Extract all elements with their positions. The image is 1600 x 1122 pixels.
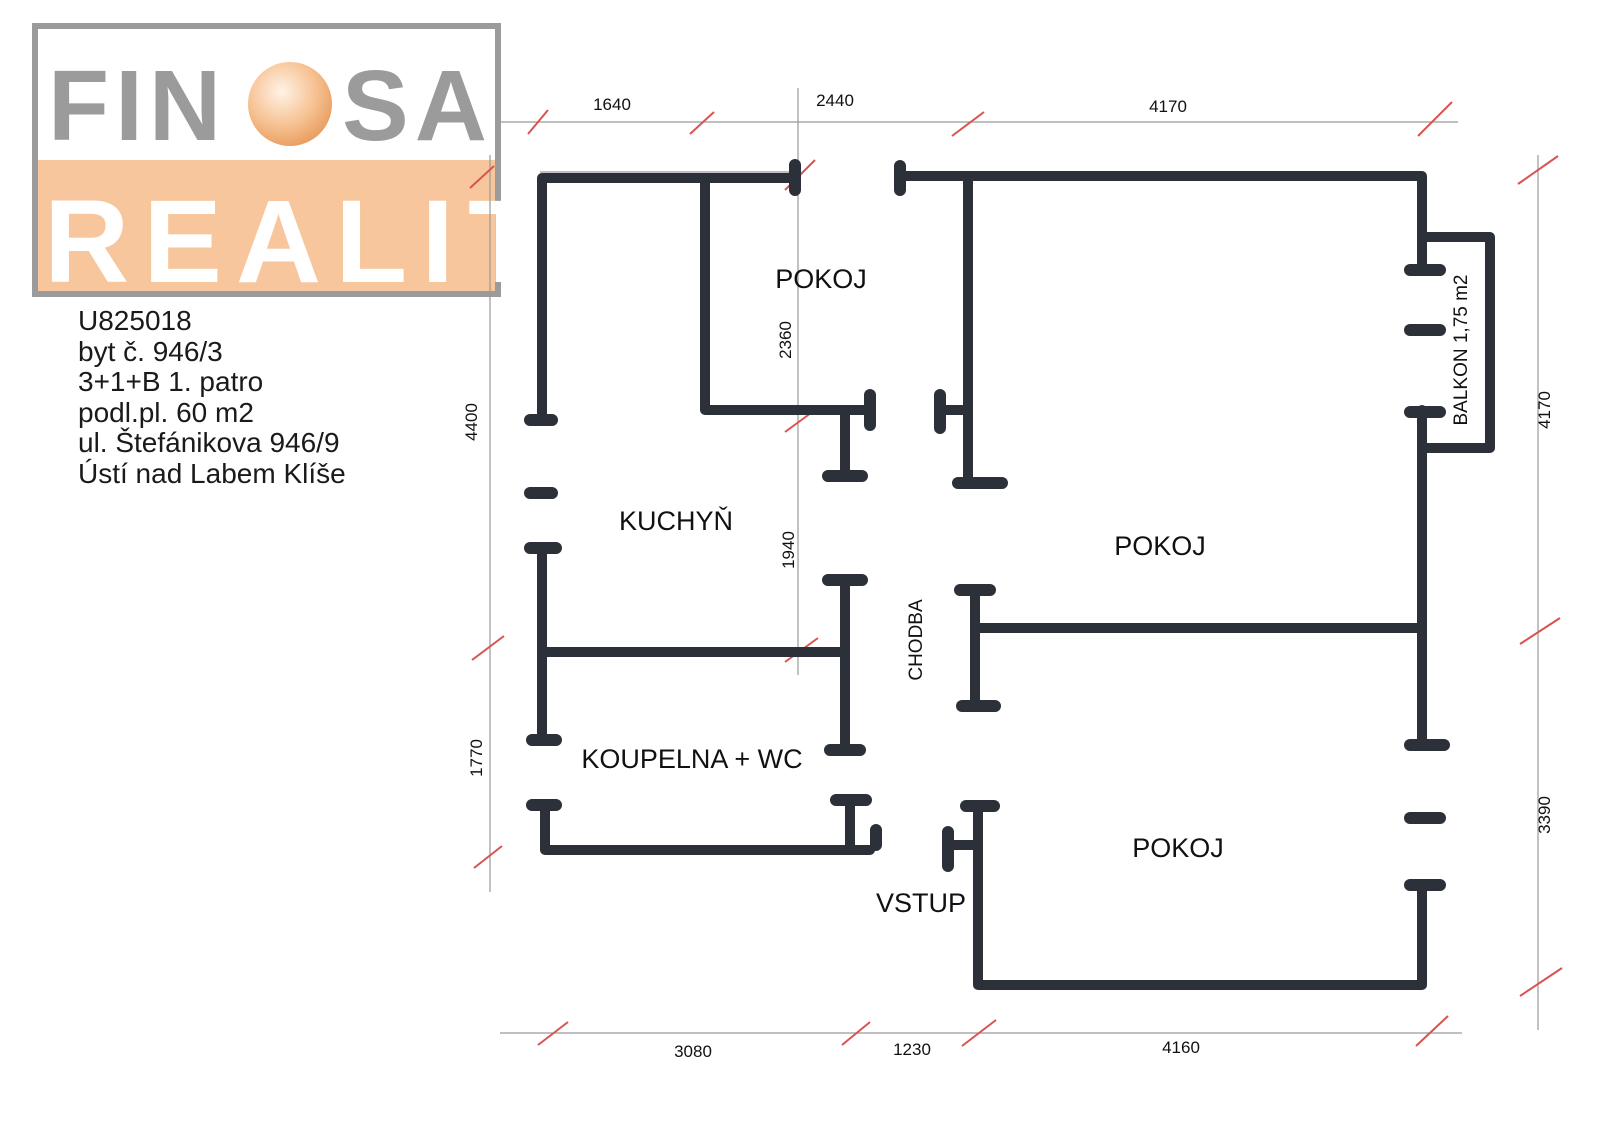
svg-text:SA: SA <box>342 50 493 162</box>
dim-right-2: 3390 <box>1535 796 1554 834</box>
room-label-pokoj-right: POKOJ <box>1114 531 1206 561</box>
walls <box>537 171 1495 990</box>
flat-number: byt č. 946/3 <box>78 335 223 367</box>
dim-bottom-3: 4160 <box>1162 1038 1200 1057</box>
dimension-lines <box>489 88 1539 1034</box>
svg-text:REALITY: REALITY <box>44 176 647 308</box>
dim-left-2: 1770 <box>467 739 486 777</box>
dim-left-1: 4400 <box>462 403 481 441</box>
dim-top-1: 1640 <box>593 95 631 114</box>
room-label-vstup: VSTUP <box>876 888 966 918</box>
room-label-koupelna: KOUPELNA + WC <box>581 744 802 774</box>
floor-area: podl.pl. 60 m2 <box>78 396 254 428</box>
dim-inner-1: 2360 <box>776 321 795 359</box>
room-label-pokoj-top: POKOJ <box>775 264 867 294</box>
room-label-balkon: BALKON 1,75 m2 <box>1451 274 1472 425</box>
room-label-pokoj-bottom: POKOJ <box>1132 833 1224 863</box>
street-address: ul. Štefánikova 946/9 <box>78 427 340 458</box>
door-jambs <box>524 159 1450 891</box>
dim-inner-2: 1940 <box>779 531 798 569</box>
room-label-kuchyn: KUCHYŇ <box>619 505 733 536</box>
finosa-logo: FIN SA REALITY <box>32 23 647 308</box>
city: Ústí nad Labem Klíše <box>78 457 346 489</box>
dim-bottom-2: 1230 <box>893 1040 931 1059</box>
layout-floor: 3+1+B 1. patro <box>78 366 264 397</box>
property-code: U825018 <box>78 305 192 336</box>
dim-right-1: 4170 <box>1535 391 1554 429</box>
room-label-chodba: CHODBA <box>906 599 927 681</box>
dim-top-2: 2440 <box>816 91 854 110</box>
dim-bottom-1: 3080 <box>674 1042 712 1061</box>
property-info: U825018 byt č. 946/3 3+1+B 1. patro podl… <box>78 305 346 489</box>
svg-text:FIN: FIN <box>48 50 227 162</box>
dim-top-3: 4170 <box>1149 97 1187 116</box>
logo-ball-icon <box>248 62 332 146</box>
